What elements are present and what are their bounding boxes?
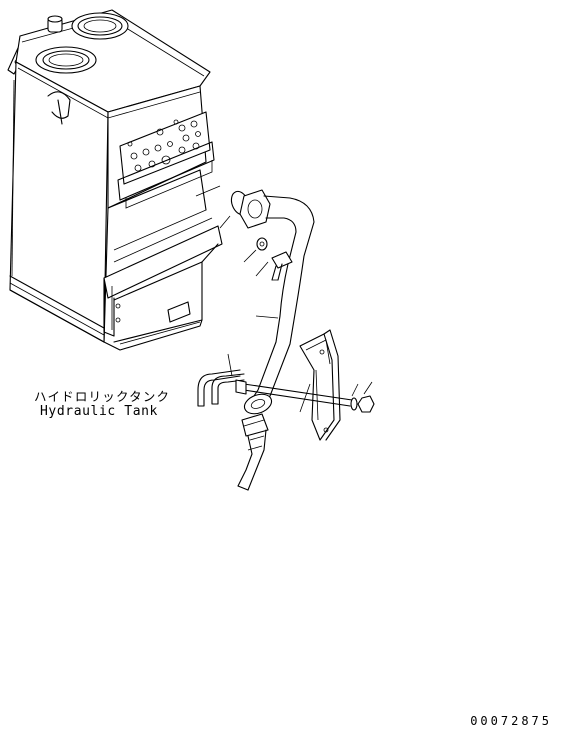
nut bbox=[357, 381, 375, 413]
long-bolt bbox=[235, 379, 353, 413]
mounting-bracket bbox=[299, 329, 341, 441]
bolt bbox=[255, 251, 293, 281]
document-number: 00072875 bbox=[470, 714, 552, 728]
hose bbox=[237, 413, 269, 491]
tank-label-japanese: ハイドロリックタンク bbox=[34, 389, 171, 404]
tank-label-english: Hydraulic Tank bbox=[40, 404, 158, 419]
hydraulic-pipe bbox=[239, 189, 315, 415]
u-bolt-clamp bbox=[197, 353, 245, 407]
hydraulic-tank bbox=[7, 9, 223, 351]
washer bbox=[243, 237, 268, 263]
spring-washer bbox=[350, 383, 359, 411]
